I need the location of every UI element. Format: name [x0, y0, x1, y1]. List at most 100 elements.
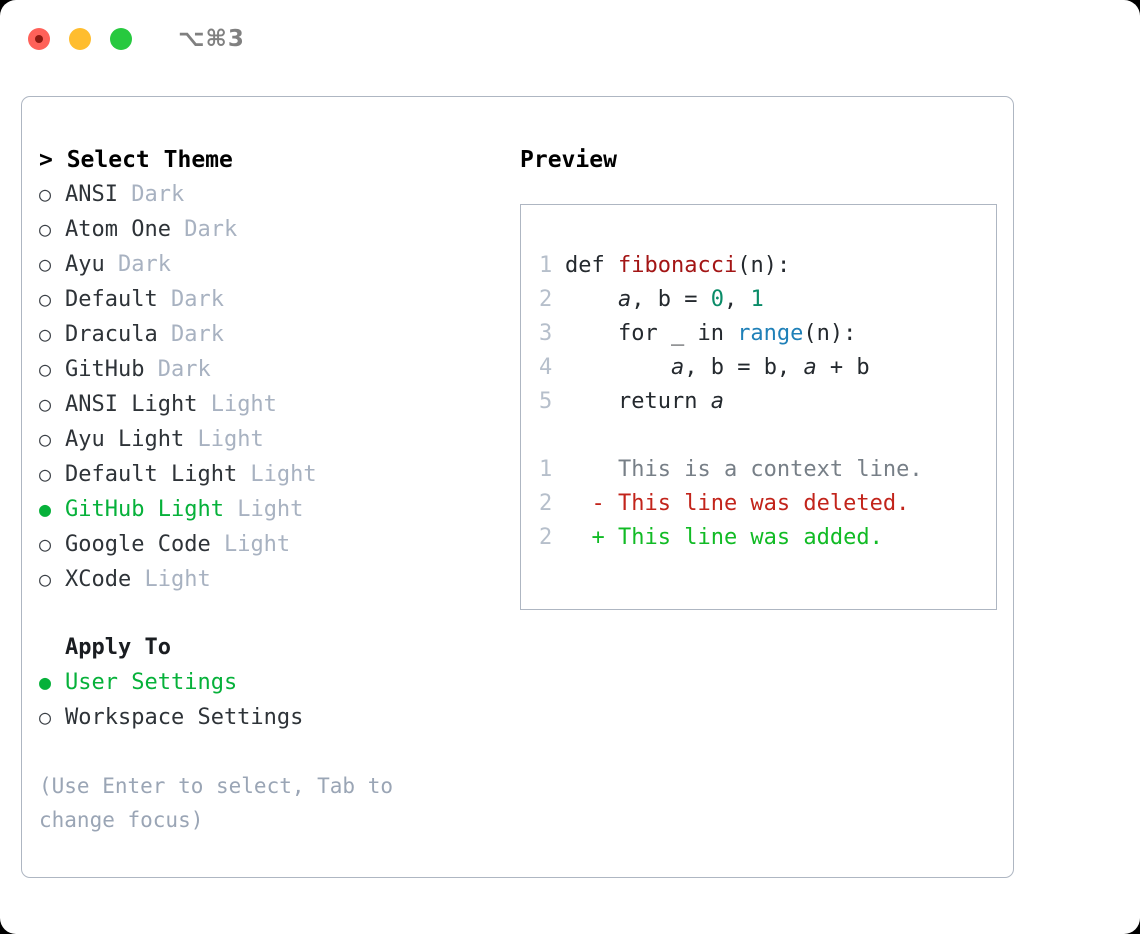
theme-option-label: GitHub Light	[65, 497, 224, 522]
code-token	[565, 287, 618, 312]
theme-option[interactable]: ○ Google Code Light	[39, 527, 499, 562]
radio-selected-icon[interactable]: ●	[39, 497, 52, 521]
code-token: 1	[750, 287, 764, 312]
radio-unselected-icon[interactable]: ○	[39, 252, 52, 276]
radio-unselected-icon[interactable]: ○	[39, 182, 52, 206]
diff-text: This is a context line.	[617, 457, 923, 482]
keyboard-shortcut-label: ⌥⌘3	[178, 26, 245, 52]
diff-marker	[565, 457, 618, 482]
theme-option[interactable]: ○Default Light Light	[39, 457, 499, 492]
theme-option-label: Default	[65, 287, 158, 312]
code-token: a	[670, 355, 685, 380]
code-token: , b = b,	[684, 355, 804, 380]
theme-option[interactable]: ○Dracula Dark	[39, 317, 499, 352]
radio-unselected-icon[interactable]: ○	[39, 462, 52, 486]
theme-option-tag: Light	[223, 497, 304, 522]
code-token: , b =	[631, 287, 711, 312]
diff-line-number: 1	[539, 457, 553, 482]
theme-option[interactable]: ○ Default Dark	[39, 282, 499, 317]
code-line-number: 4	[539, 355, 553, 380]
apply-to-option-label: Workspace Settings	[65, 705, 304, 730]
theme-option[interactable]: ○ Atom One Dark	[39, 212, 499, 247]
theme-option-tag: Light	[184, 427, 264, 452]
theme-option[interactable]: ○ GitHub Dark	[39, 352, 499, 387]
diff-line-number: 2	[539, 525, 553, 550]
radio-unselected-icon[interactable]: ○	[39, 567, 52, 591]
code-line-number: 2	[539, 287, 553, 312]
close-button-icon[interactable]	[28, 28, 50, 50]
radio-unselected-icon[interactable]: ○	[39, 217, 52, 241]
theme-option-label: GitHub	[65, 357, 145, 382]
theme-option-tag: Light	[197, 392, 277, 417]
radio-unselected-icon[interactable]: ○	[39, 322, 52, 346]
theme-option-tag: Dark	[144, 357, 211, 382]
theme-option-label: XCode	[65, 567, 132, 592]
code-line: 2 a, b = 0, 1	[539, 283, 996, 317]
code-token: for _ in	[565, 321, 738, 346]
diff-line: 2 - This line was deleted.	[539, 487, 996, 521]
theme-picker-pane: > Select Theme ○ANSI Dark○Atom One Dark○…	[22, 143, 499, 837]
code-token: range	[737, 321, 804, 346]
diff-line-number: 2	[539, 491, 553, 516]
code-token: (n):	[737, 253, 791, 278]
select-theme-header: > Select Theme	[39, 147, 233, 173]
radio-unselected-icon[interactable]: ○	[39, 357, 52, 381]
radio-unselected-icon[interactable]: ○	[39, 532, 52, 556]
code-line-number: 5	[539, 389, 553, 414]
radio-selected-icon[interactable]: ●	[39, 670, 52, 694]
main-panel: > Select Theme ○ANSI Dark○Atom One Dark○…	[21, 96, 1014, 878]
theme-option-label: Google Code	[65, 532, 211, 557]
code-line-number: 1	[539, 253, 553, 278]
code-token: ,	[723, 287, 751, 312]
zoom-button-icon[interactable]	[110, 28, 132, 50]
minimize-button-icon[interactable]	[69, 28, 91, 50]
theme-option[interactable]: ○ ANSI Light Light	[39, 387, 499, 422]
theme-option[interactable]: ● GitHub Light Light	[39, 492, 499, 527]
apply-to-option[interactable]: ○ Workspace Settings	[39, 700, 499, 735]
theme-option[interactable]: ○ANSI Dark	[39, 177, 499, 212]
code-diff-gap	[539, 419, 996, 453]
apply-to-list: ●User Settings ○ Workspace Settings	[39, 665, 499, 735]
traffic-lights	[28, 28, 132, 50]
theme-option[interactable]: ○Ayu Dark	[39, 247, 499, 282]
apply-to-option[interactable]: ●User Settings	[39, 665, 499, 700]
code-token: + b	[816, 355, 870, 380]
code-token: a	[803, 355, 817, 380]
theme-option-tag: Dark	[157, 322, 224, 347]
diff-marker: -	[565, 491, 618, 516]
radio-unselected-icon[interactable]: ○	[39, 705, 52, 729]
theme-option-tag: Dark	[104, 252, 171, 277]
theme-option-tag: Dark	[117, 182, 185, 207]
code-line: 4 a, b = b, a + b	[539, 351, 996, 385]
theme-list: ○ANSI Dark○Atom One Dark○Ayu Dark○Defaul…	[39, 177, 499, 597]
diff-line: 1 This is a context line.	[539, 453, 996, 487]
diff-sample: 1 This is a context line.2 - This line w…	[539, 453, 996, 555]
diff-marker: +	[565, 525, 618, 550]
code-line: 5 return a	[539, 385, 996, 419]
code-token: fibonacci	[617, 253, 738, 278]
code-line-number: 3	[539, 321, 553, 346]
theme-option-label: Atom One	[65, 217, 171, 242]
radio-unselected-icon[interactable]: ○	[39, 427, 52, 451]
theme-option-label: Default Light	[65, 462, 238, 487]
diff-line: 2 + This line was added.	[539, 521, 996, 555]
theme-option-tag: Dark	[157, 287, 224, 312]
code-token: return	[565, 389, 711, 414]
radio-unselected-icon[interactable]: ○	[39, 392, 52, 416]
theme-option-label: ANSI Light	[65, 392, 198, 417]
apply-to-header: Apply To	[65, 635, 171, 660]
theme-option-tag: Light	[210, 532, 291, 557]
code-token: 0	[710, 287, 724, 312]
radio-unselected-icon[interactable]: ○	[39, 287, 52, 311]
theme-option[interactable]: ○ Ayu Light Light	[39, 422, 499, 457]
theme-option-label: Ayu Light	[65, 427, 185, 452]
theme-option-tag: Dark	[170, 217, 238, 242]
theme-option[interactable]: ○XCode Light	[39, 562, 499, 597]
code-token: (n):	[803, 321, 857, 346]
diff-text: This line was added.	[617, 525, 883, 550]
title-bar: ⌥⌘3	[0, 0, 1140, 78]
